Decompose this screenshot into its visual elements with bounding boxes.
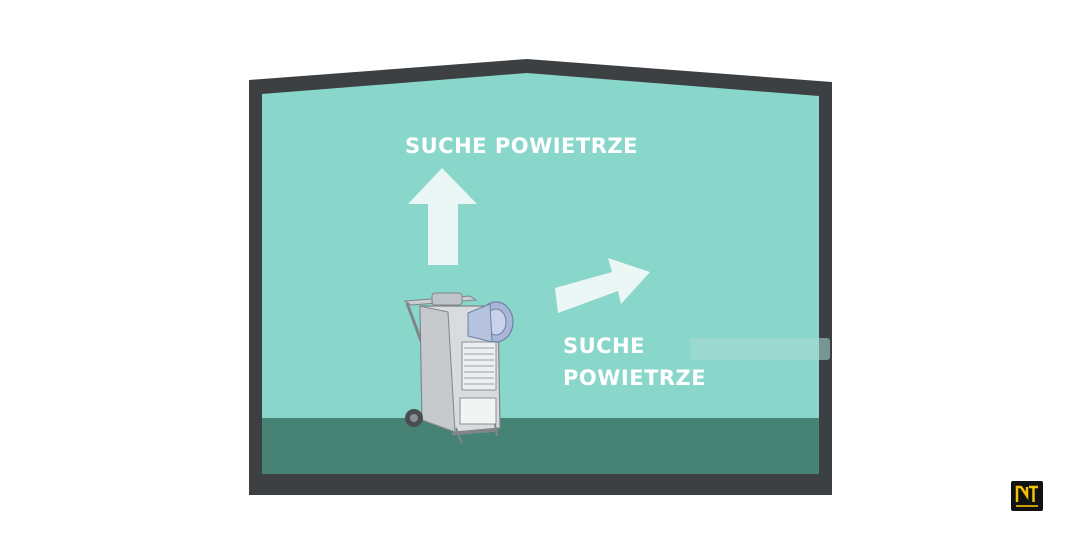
room-floor [262,418,819,474]
arrow-right-icon [555,258,650,313]
brand-logo [1011,481,1043,511]
faint-overlay-tag [690,338,830,360]
dry-air-label-right: SUCHE POWIETRZE [563,334,707,390]
dry-air-label-top: SUCHE POWIETRZE [405,134,638,158]
room-interior [262,73,819,474]
dehumidifier-icon [403,292,514,445]
arrow-up-icon [408,168,477,265]
